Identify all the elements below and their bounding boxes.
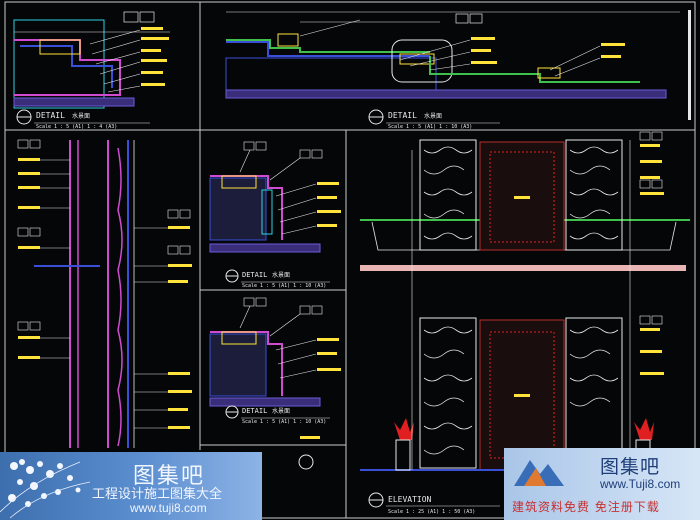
sheet-frame [4, 1, 696, 519]
flower-icon [0, 459, 91, 519]
detail-top-left-title-cn: 水景面 [72, 112, 90, 120]
detail-top-right-title: DETAIL [388, 111, 417, 120]
detail-top-right-scale: Scale 1 : 5 (A1) 1 : 10 (A3) [388, 124, 472, 130]
elevation-scale: Scale 1 : 25 (A1) 1 : 50 (A3) [388, 509, 475, 515]
detail-mid-bottom-scale: Scale 1 : 5 (A1) 1 : 10 (A3) [242, 419, 326, 425]
watermark-right-title: 图集吧 [600, 456, 661, 478]
detail-top-left: DETAIL 水景面 Scale 1 : 5 (A1) 1 : 4 (A3) [13, 11, 170, 130]
watermark-left-url: www.tuji8.com [130, 501, 207, 515]
detail-top-left-scale: Scale 1 : 5 (A1) 1 : 4 (A3) [36, 124, 117, 130]
detail-top-left-title: DETAIL [36, 111, 65, 120]
detail-mid-bottom-title: DETAIL [242, 407, 267, 415]
detail-mid-bottom-title-cn: 水景面 [272, 407, 290, 415]
section-left-column [17, 139, 192, 448]
detail-mid-top-scale: Scale 1 : 5 (A1) 1 : 10 (A3) [242, 283, 326, 289]
elevation-view: ELEVATION Scale 1 : 25 (A1) 1 : 50 (A3) [360, 131, 690, 515]
watermark-right-url: www.Tuji8.com [600, 477, 681, 491]
detail-top-right-title-cn: 水景面 [424, 112, 442, 120]
detail-mid-top-title: DETAIL [242, 271, 267, 279]
detail-top-right: DETAIL 水景面 Scale 1 : 5 (A1) 1 : 10 (A3) [225, 10, 691, 130]
plant-left [394, 418, 414, 471]
elevation-title: ELEVATION [388, 495, 432, 504]
detail-mid-center-bottom: DETAIL 水景面 Scale 1 : 5 (A1) 1 : 10 (A3) [209, 297, 341, 470]
detail-mid-top-title-cn: 水景面 [272, 271, 290, 279]
watermark-left-subtitle: 工程设计施工图集大全 [92, 487, 223, 502]
watermark-right: 图集吧 www.Tuji8.com 建筑资料免费 免注册下载 [504, 448, 700, 520]
detail-mid-center-top: DETAIL 水景面 Scale 1 : 5 (A1) 1 : 10 (A3) [209, 141, 341, 289]
mountain-logo-icon [514, 460, 564, 486]
watermark-left: 图集吧 工程设计施工图集大全 www.tuji8.com [0, 452, 262, 520]
watermark-right-slogan: 建筑资料免费 免注册下载 [512, 500, 660, 514]
watermark-left-title: 图集吧 [133, 464, 206, 489]
